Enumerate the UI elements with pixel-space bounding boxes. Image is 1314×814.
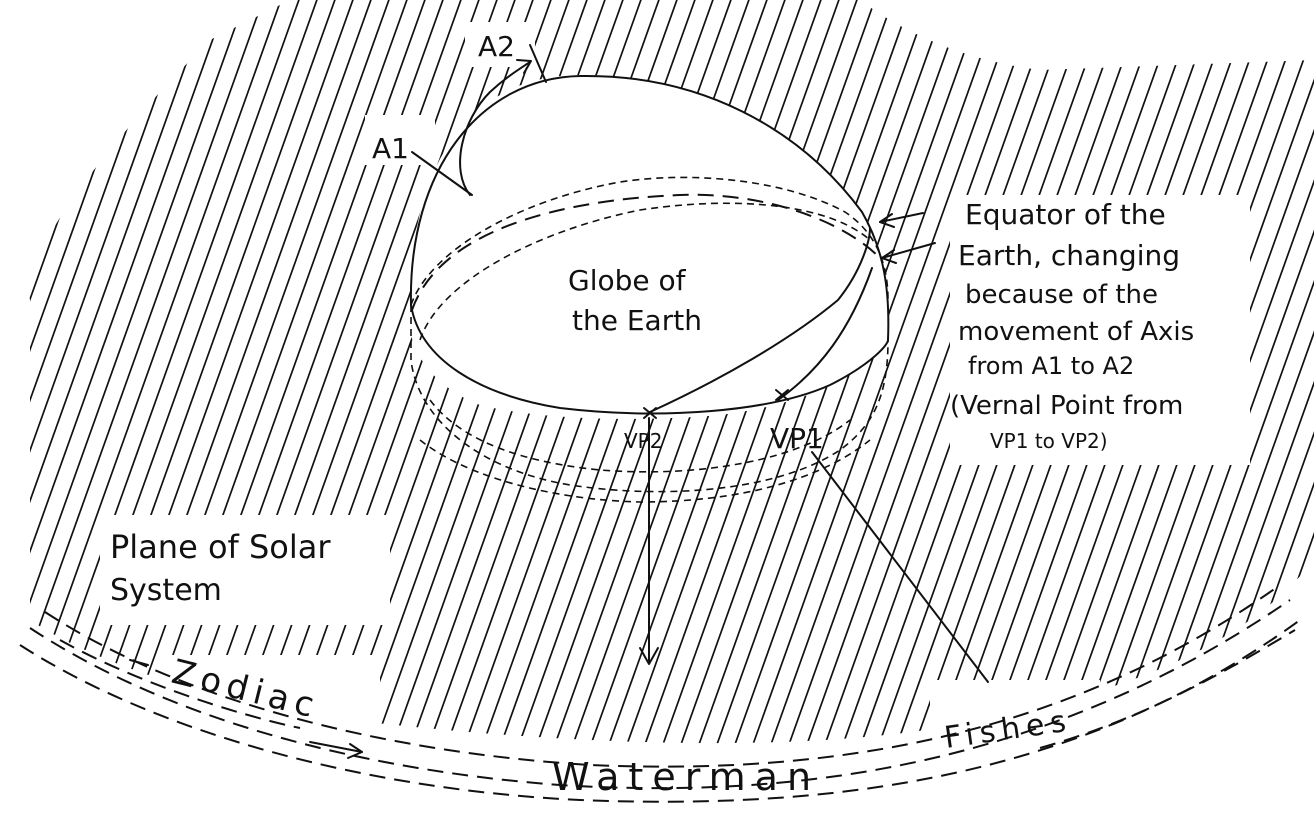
label-plane-line2: System <box>110 573 222 608</box>
hatch-line <box>0 0 36 814</box>
hatch-line <box>1266 0 1314 814</box>
hatch-line <box>1230 0 1314 814</box>
label-a1: A1 <box>372 132 409 165</box>
zodiac-arrow-left <box>130 660 148 665</box>
label-plane-line1: Plane of Solar <box>110 528 331 566</box>
label-equator-line4: movement of Axis <box>958 317 1194 347</box>
label-vp2: VP2 <box>624 429 662 453</box>
label-equator-line7: VP1 to VP2) <box>990 429 1108 453</box>
label-equator-line6: (Vernal Point from <box>950 391 1183 421</box>
hatch-line <box>0 0 108 814</box>
label-zodiac: Zodiac <box>168 652 324 727</box>
globe-upper-outline <box>411 76 888 340</box>
hatch-line <box>1302 0 1314 814</box>
label-equator-line5: from A1 to A2 <box>968 352 1134 380</box>
hatch-line <box>1194 0 1314 814</box>
label-a2: A2 <box>478 30 515 63</box>
a1-pointer <box>412 152 472 195</box>
hatch-line <box>0 0 72 814</box>
label-globe-line1: Globe of <box>568 264 687 297</box>
label-globe-line2: the Earth <box>572 304 702 337</box>
label-equator-line2: Earth, changing <box>958 239 1180 272</box>
label-vp1: VP1 <box>770 422 824 455</box>
hatch-line <box>0 0 18 814</box>
a2-pointer <box>530 45 546 82</box>
label-equator-line1: Equator of the <box>965 198 1166 231</box>
label-equator-line3: because of the <box>965 280 1158 310</box>
hatch-line <box>0 0 144 814</box>
label-waterman: Waterman <box>552 755 820 799</box>
